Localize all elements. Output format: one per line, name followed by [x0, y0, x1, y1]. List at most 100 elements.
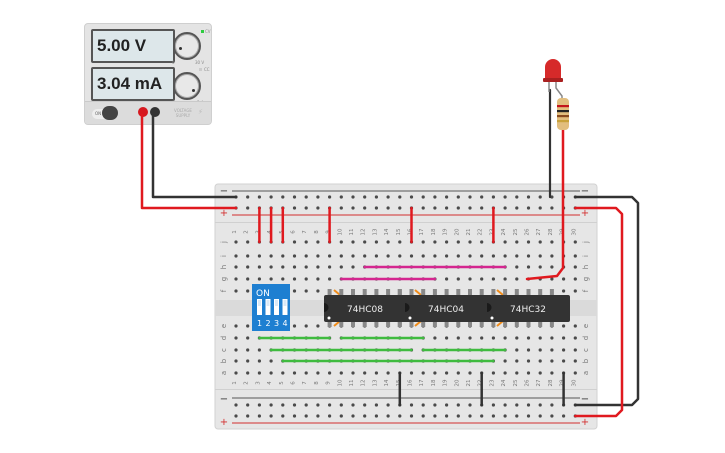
rail-hole[interactable]	[526, 414, 531, 418]
voltage-knob[interactable]	[173, 32, 201, 60]
hole-a10[interactable]	[339, 371, 343, 375]
hole-j28[interactable]	[550, 240, 554, 244]
hole-d25[interactable]	[515, 336, 519, 340]
hole-a23[interactable]	[491, 371, 495, 375]
power-switch[interactable]	[102, 106, 118, 120]
rail-hole[interactable]	[503, 195, 507, 199]
rail-hole[interactable]	[515, 403, 519, 407]
rail-hole[interactable]	[538, 403, 542, 407]
hole-j19[interactable]	[445, 240, 449, 244]
rail-hole[interactable]	[445, 206, 449, 210]
hole-g24[interactable]	[503, 277, 507, 281]
rail-hole[interactable]	[304, 414, 308, 418]
hole-a24[interactable]	[503, 371, 507, 375]
hole-e29[interactable]	[562, 324, 566, 328]
hole-a7[interactable]	[304, 371, 308, 375]
hole-b24[interactable]	[503, 359, 507, 363]
hole-h27[interactable]	[538, 265, 542, 269]
rail-hole[interactable]	[257, 414, 261, 418]
resistor[interactable]	[557, 98, 569, 130]
rail-hole[interactable]	[433, 403, 437, 407]
hole-j25[interactable]	[515, 240, 519, 244]
hole-i8[interactable]	[316, 254, 320, 258]
rail-hole[interactable]	[234, 414, 238, 418]
rail-hole[interactable]	[445, 403, 449, 407]
hole-f8[interactable]	[316, 289, 320, 293]
hole-g25[interactable]	[515, 277, 519, 281]
rail-hole[interactable]	[363, 195, 367, 199]
hole-a3[interactable]	[257, 371, 261, 375]
rail-hole[interactable]	[433, 195, 437, 199]
hole-d28[interactable]	[550, 336, 554, 340]
rail-hole[interactable]	[281, 414, 285, 418]
hole-d26[interactable]	[526, 336, 531, 340]
rail-hole[interactable]	[409, 414, 414, 418]
rail-hole[interactable]	[246, 206, 250, 210]
rail-hole[interactable]	[503, 206, 507, 210]
hole-a25[interactable]	[515, 371, 519, 375]
hole-j20[interactable]	[456, 240, 460, 244]
hole-h9[interactable]	[328, 265, 332, 269]
hole-d30[interactable]	[573, 336, 577, 340]
hole-a9[interactable]	[328, 371, 332, 375]
hole-i5[interactable]	[281, 254, 285, 258]
wire-resistor-to-g26[interactable]	[525, 126, 565, 281]
rail-hole[interactable]	[456, 414, 460, 418]
hole-j26[interactable]	[526, 240, 531, 244]
current-knob[interactable]	[173, 72, 201, 100]
wire-psu-positive[interactable]	[140, 113, 238, 210]
rail-hole[interactable]	[351, 403, 355, 407]
rail-hole[interactable]	[398, 414, 402, 418]
hole-f7[interactable]	[304, 289, 308, 293]
rail-hole[interactable]	[398, 206, 402, 210]
hole-f2[interactable]	[246, 289, 250, 293]
rail-hole[interactable]	[421, 206, 425, 210]
rail-hole[interactable]	[292, 403, 297, 407]
hole-j14[interactable]	[386, 240, 390, 244]
hole-i12[interactable]	[363, 254, 367, 258]
hole-a13[interactable]	[374, 371, 378, 375]
rail-hole[interactable]	[246, 195, 250, 199]
rail-hole[interactable]	[386, 403, 390, 407]
hole-c27[interactable]	[538, 348, 542, 352]
hole-c26[interactable]	[526, 348, 531, 352]
hole-i10[interactable]	[339, 254, 343, 258]
rail-hole[interactable]	[269, 403, 273, 407]
hole-i3[interactable]	[257, 254, 261, 258]
hole-d23[interactable]	[491, 336, 495, 340]
rail-hole[interactable]	[445, 195, 449, 199]
hole-g19[interactable]	[445, 277, 449, 281]
hole-e2[interactable]	[246, 324, 250, 328]
hole-c2[interactable]	[246, 348, 250, 352]
rail-hole[interactable]	[409, 403, 414, 407]
hole-d1[interactable]	[234, 336, 238, 340]
hole-d27[interactable]	[538, 336, 542, 340]
hole-a21[interactable]	[468, 371, 472, 375]
rail-hole[interactable]	[480, 414, 484, 418]
rail-hole[interactable]	[538, 195, 542, 199]
hole-h26[interactable]	[526, 265, 531, 269]
hole-i19[interactable]	[445, 254, 449, 258]
hole-d18[interactable]	[433, 336, 437, 340]
rail-hole[interactable]	[374, 414, 378, 418]
hole-g28[interactable]	[550, 277, 554, 281]
hole-a14[interactable]	[386, 371, 390, 375]
hole-a27[interactable]	[538, 371, 542, 375]
hole-c28[interactable]	[550, 348, 554, 352]
hole-h28[interactable]	[550, 265, 554, 269]
hole-i27[interactable]	[538, 254, 542, 258]
hole-j8[interactable]	[316, 240, 320, 244]
rail-hole[interactable]	[351, 206, 355, 210]
rail-hole[interactable]	[339, 206, 343, 210]
hole-h10[interactable]	[339, 265, 343, 269]
hole-a19[interactable]	[445, 371, 449, 375]
rail-hole[interactable]	[316, 403, 320, 407]
hole-g30[interactable]	[573, 277, 577, 281]
rail-hole[interactable]	[421, 195, 425, 199]
hole-e8[interactable]	[316, 324, 320, 328]
hole-g3[interactable]	[257, 277, 261, 281]
hole-b27[interactable]	[538, 359, 542, 363]
hole-i25[interactable]	[515, 254, 519, 258]
rail-hole[interactable]	[480, 195, 484, 199]
hole-h4[interactable]	[269, 265, 273, 269]
